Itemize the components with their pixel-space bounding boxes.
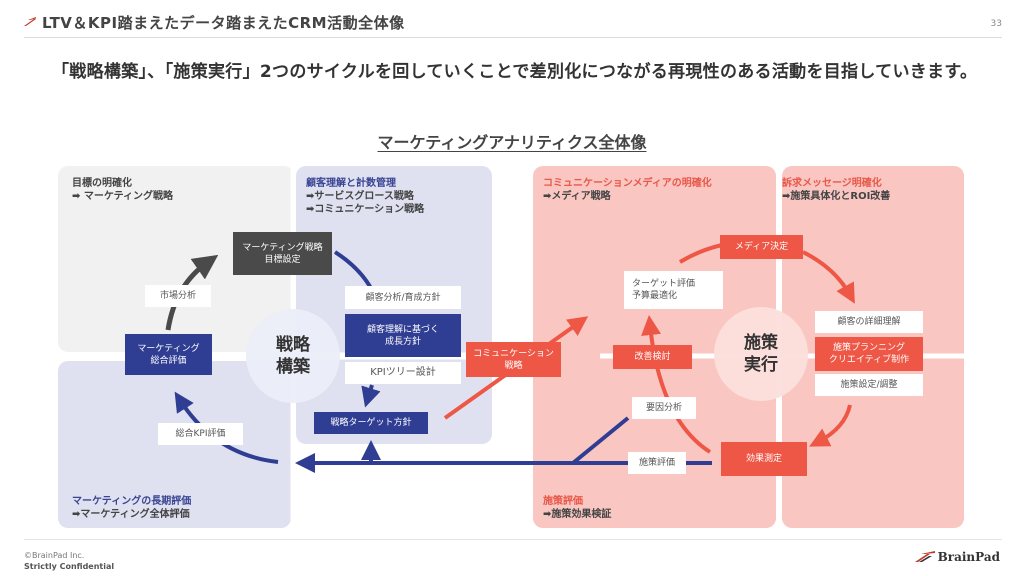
box-market-analysis: 市場分析 <box>145 285 211 307</box>
panel-longterm-sub: ➡マーケティング全体評価 <box>72 509 190 520</box>
box-effect-measure: 効果測定 <box>721 442 807 476</box>
arrow-goal-to-customer <box>333 250 374 291</box>
box-factor-analysis: 要因分析 <box>632 397 696 419</box>
diagram-title: マーケティングアナリティクス全体像 <box>0 129 1024 153</box>
panel-goal-text: 目標の明確化 ➡ マーケティング戦略 <box>72 177 173 203</box>
brainpad-logo-text: BrainPad <box>937 550 1000 564</box>
brand-mark-icon <box>24 17 36 26</box>
panel-longterm-heading: マーケティングの長期評価 <box>72 496 192 507</box>
execution-cycle-label: 施策 実行 <box>714 307 808 401</box>
footer-divider <box>24 539 1002 540</box>
panel-customer-sub2: ➡コミュニケーション戦略 <box>306 204 425 215</box>
header-divider <box>24 37 1002 38</box>
panel-media-sub: ➡メディア戦略 <box>543 191 611 202</box>
box-customer-detail: 顧客の詳細理解 <box>815 311 923 333</box>
panel-customer-sub1: ➡サービスグロース戦略 <box>306 191 414 202</box>
diagram-title-text: マーケティングアナリティクス全体像 <box>377 133 647 152</box>
lead-text: 「戦略構築」、「施策実行」2つのサイクルを回していくことで差別化につながる再現性… <box>52 62 978 82</box>
panel-evaluation-text: 施策評価 ➡施策効果検証 <box>543 495 611 521</box>
arrow-target-to-media <box>678 243 723 264</box>
brainpad-logo-icon <box>914 551 935 562</box>
box-customer-analysis: 顧客分析/育成方針 <box>345 286 461 309</box>
box-target-eval: ターゲット評価 予算最適化 <box>624 271 723 309</box>
panel-message-heading: 訴求メッセージ明確化 <box>782 178 882 189</box>
box-kpi-tree: KPIツリー設計 <box>345 362 461 384</box>
panel-media-heading: コミュニケーションメディアの明確化 <box>543 178 712 189</box>
brainpad-logo: BrainPad <box>914 550 1000 564</box>
panel-goal-heading: 目標の明確化 <box>72 178 132 189</box>
box-planning-creative: 施策プランニング クリエイティブ制作 <box>815 337 923 371</box>
panel-customer-heading: 顧客理解と計数管理 <box>306 178 396 189</box>
box-growth-policy: 顧客理解に基づく 成長方針 <box>345 314 461 357</box>
panel-goal-sub: ➡ マーケティング戦略 <box>72 191 174 202</box>
box-overall-kpi-eval: 総合KPI評価 <box>158 423 243 445</box>
panel-evaluation-sub: ➡施策効果検証 <box>543 509 612 520</box>
footer-confidentiality: Strictly Confidential <box>24 562 115 571</box>
slide-title: LTV＆KPI踏まえたデータ踏まえたCRM活動全体像 <box>42 13 405 32</box>
panel-evaluation-heading: 施策評価 <box>543 496 583 507</box>
box-improvement: 改善検討 <box>613 345 692 369</box>
box-communication-strategy: コミュニケーション 戦略 <box>466 342 561 377</box>
arrow-setup-to-effect <box>809 404 852 447</box>
panel-media-text: コミュニケーションメディアの明確化 ➡メディア戦略 <box>543 177 712 203</box>
arrow-to-target <box>361 384 381 408</box>
panel-customer-text: 顧客理解と計数管理 ➡サービスグロース戦略 ➡コミュニケーション戦略 <box>306 177 424 216</box>
box-strategic-target: 戦略ターゲット方針 <box>314 412 428 434</box>
box-setup-adjust: 施策設定/調整 <box>815 374 923 396</box>
arrow-media-to-detail <box>802 250 855 304</box>
box-measure-eval: 施策評価 <box>628 452 686 474</box>
box-marketing-goal: マーケティング戦略 目標設定 <box>233 232 332 275</box>
connector-factor-analysis <box>571 416 630 465</box>
panel-message-text: 訴求メッセージ明確化 ➡施策具体化とROI改善 <box>782 177 890 203</box>
slide-header: LTV＆KPI踏まえたデータ踏まえたCRM活動全体像 <box>24 10 405 34</box>
panel-longterm-text: マーケティングの長期評価 ➡マーケティング全体評価 <box>72 495 191 521</box>
panel-message-sub: ➡施策具体化とROI改善 <box>782 191 891 202</box>
footer-copyright: ©BrainPad Inc. <box>24 551 85 560</box>
box-media-decision: メディア決定 <box>720 235 803 259</box>
page-number: 33 <box>990 19 1002 29</box>
box-marketing-overall-eval: マーケティング 総合評価 <box>125 334 212 375</box>
strategy-cycle-label: 戦略 構築 <box>246 309 340 403</box>
